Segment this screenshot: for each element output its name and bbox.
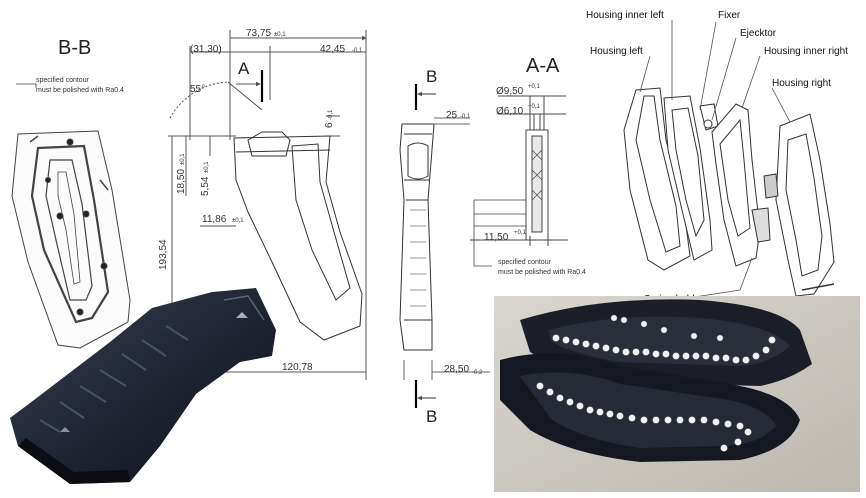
section-a-mark: A [238,59,250,78]
section-aa-drawing [470,95,568,267]
dim-11-86-tol: ±0,1 [232,218,244,224]
dim-dia-9-50-tol: +0,1 [528,84,541,90]
dim-28-50-tol: -0,2 [472,370,483,376]
label-housing-inner-right: Housing inner right [764,46,848,57]
exploded-leader-lines [639,20,791,299]
dim-6-tol: -0,1 [328,109,334,120]
front-view-drawing [399,84,490,408]
dim-193-54: 193,54 [158,239,169,270]
dim-120-78: 120,78 [282,362,313,373]
dim-dia-9-50: Ø9,50 [496,86,524,97]
label-housing-right: Housing right [772,78,831,89]
dim-31-30: (31,30) [190,44,222,55]
note-contour-aa-line1: specified contour [498,259,552,266]
dim-73-75: 73,75 [246,28,271,39]
label-housing-inner-left: Housing inner left [586,10,664,21]
label-ejecktor: Ejecktor [740,28,777,39]
dim-11-86: 11,86 [202,214,227,225]
dim-11-50-tol: +0,1 [514,230,527,236]
housing-photo [494,296,860,492]
dim-5-54-tol: ±0,1 [204,161,210,173]
note-contour-bb-line2: must be polished with Ra0.4 [36,87,124,94]
note-contour-bb-line1: specified contour [36,77,90,84]
dim-6: 6 [324,122,335,128]
dim-11-50: 11,50 [484,232,509,243]
exploded-view-drawing [623,87,835,297]
dim-42-45: 42,45 [320,44,345,55]
dim-25: 25 [446,110,458,121]
dim-42-45-tol: -0,1 [352,48,363,54]
label-housing-left: Housing left [590,46,643,57]
label-fixer: Fixer [718,10,741,21]
dim-73-75-tol: ±0,1 [274,32,286,38]
magazine-photo [10,288,276,484]
angle-55: 55° [190,84,205,95]
section-b-mark-bottom: B [426,407,437,426]
note-contour-aa-line2: must be polished with Ra0.4 [498,269,586,276]
section-bb-title: B-B [58,37,91,59]
dim-18-50-tol: ±0,1 [180,153,186,165]
section-bb-drawing [11,83,131,349]
dim-dia-6-10-tol: +0,1 [528,104,541,110]
dim-18-50: 18,50 [176,169,187,194]
dim-28-50: 28,50 [444,364,469,375]
section-b-mark-top: B [426,67,437,86]
dim-5-54: 5,54 [200,176,211,196]
dim-25-tol: -0,1 [460,114,471,120]
dim-dia-6-10: Ø6,10 [496,106,524,117]
section-aa-title: A-A [526,55,560,77]
